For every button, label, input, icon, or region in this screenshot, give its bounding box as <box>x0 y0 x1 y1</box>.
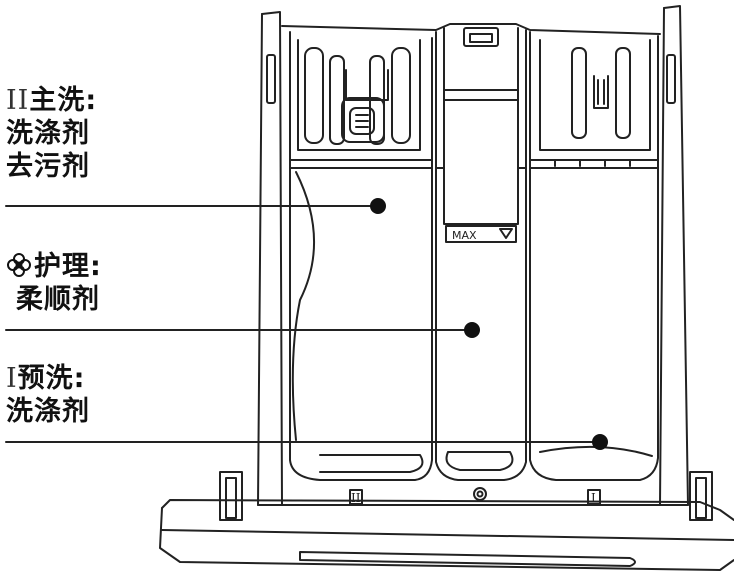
drawer-frame <box>257 5 689 506</box>
label-main-wash-line2: 洗涤剂 <box>6 118 90 149</box>
max-line-mark: MAX <box>452 229 477 242</box>
label-main-wash-line1: II主洗: <box>6 85 98 116</box>
label-prewash-line2: 洗涤剂 <box>6 396 90 427</box>
leader-lines <box>5 198 608 450</box>
label-care-line2: 柔顺剂 <box>16 284 100 315</box>
label-prewash: I预洗: 洗涤剂 <box>6 362 90 428</box>
dot-prewash <box>592 434 608 450</box>
compartment-prewash <box>529 31 659 481</box>
label-prewash-line1: I预洗: <box>6 363 86 394</box>
label-main-wash-line3: 去污剂 <box>6 151 90 182</box>
dot-main-wash <box>370 198 386 214</box>
label-care: 护理: 柔顺剂 <box>6 250 102 316</box>
compartment-softener <box>435 27 527 481</box>
label-main-wash: II主洗: 洗涤剂 去污剂 <box>6 84 97 183</box>
label-care-line1: 护理: <box>6 250 102 283</box>
drawer-handle <box>159 471 734 571</box>
flower-softener-icon <box>7 253 31 277</box>
compartment-main-wash <box>289 31 433 481</box>
roman-one-mark: I <box>6 363 18 394</box>
mark-main-wash: II <box>351 491 361 505</box>
roman-two-mark: II <box>6 85 30 116</box>
mark-prewash: I <box>591 491 596 505</box>
dot-softener <box>464 322 480 338</box>
